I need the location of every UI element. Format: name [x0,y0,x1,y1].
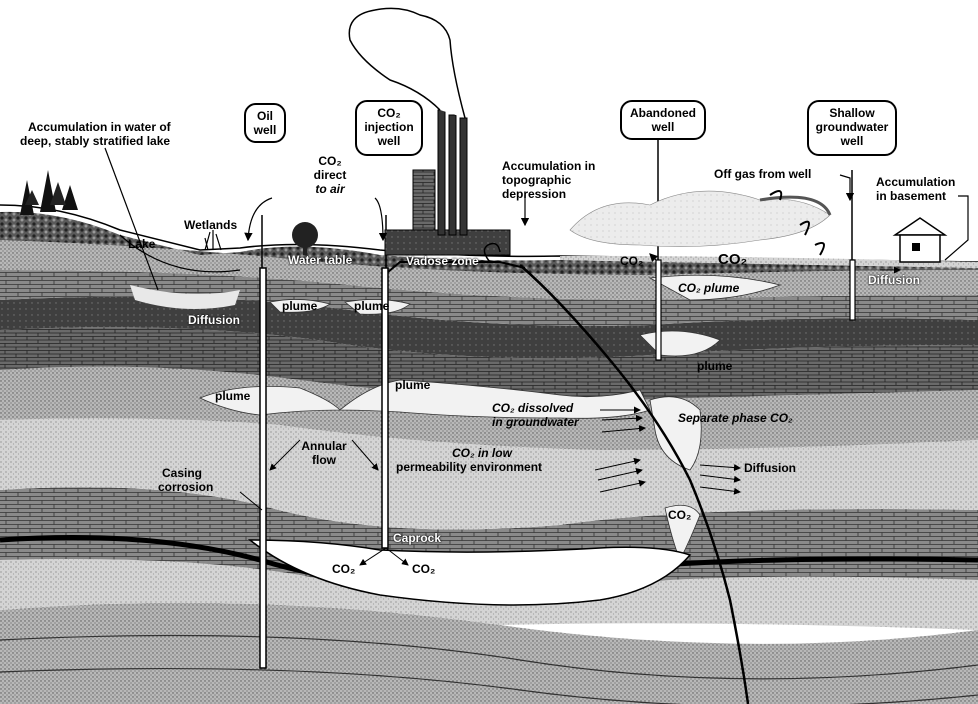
co2-dissolved-label-2: in groundwater [492,416,579,429]
direct-to-air-label-1: CO₂ [302,155,358,168]
basement-label-2: in basement [876,190,946,203]
water-table-label: Water table [288,254,352,267]
factory-building [385,230,510,255]
casing-corrosion-label-1: Casing [162,467,202,480]
abandoned-well-shaft [656,260,661,360]
caprock-label: Caprock [393,532,441,545]
co2-surface-label: CO₂ [620,255,643,268]
direct-to-air-label-3: to air [302,183,358,196]
vadose-zone-label: Vadose zone [406,255,479,268]
diffusion-deep-label: Diffusion [744,462,796,475]
tree-icon [292,222,318,248]
co2-dissolved-label-1: CO₂ dissolved [492,402,573,415]
topographic-label-3: depression [502,188,566,201]
plume-label-3: plume [215,390,250,403]
co2-cloud-label: CO₂ [718,253,747,266]
co2-reservoir-left-label: CO₂ [332,563,355,576]
lake-label: Lake [128,238,155,251]
annular-flow-label-1: Annular [294,440,354,453]
wetlands-icon [205,230,221,250]
lake-accumulation-label-1: Accumulation in water of [28,121,171,134]
annular-flow-label-2: flow [294,454,354,467]
oil-well-shaft [260,268,266,668]
shallow-well-shaft [850,260,855,320]
plume-label-1: plume [282,300,317,313]
diffusion-shallow-label: Diffusion [868,274,920,287]
plume-abandoned-label: plume [697,360,732,373]
co2-fault-label: CO₂ [668,509,691,522]
co2-low-perm-label-1: CO₂ in low [452,447,512,460]
topographic-label-1: Accumulation in [502,160,595,173]
wetlands-label: Wetlands [184,219,237,232]
casing-corrosion-label-2: corrosion [158,481,213,494]
topographic-label-2: topographic [502,174,571,187]
forest-trees [20,170,78,215]
co2-plume-label: CO₂ plume [678,282,739,295]
co2-low-perm-label-2: permeability environment [396,461,542,474]
basement-label-1: Accumulation [876,176,955,189]
lake-accumulation-label-2: deep, stably stratified lake [20,135,170,148]
co2-cloud [570,191,830,247]
co2-reservoir-right-label: CO₂ [412,563,435,576]
direct-to-air-label-2: direct [302,169,358,182]
off-gas-label: Off gas from well [714,168,811,181]
plume-label-2: plume [354,300,389,313]
plume-label-4: plume [395,379,430,392]
separate-phase-label: Separate phase CO₂ [678,412,793,425]
house-icon [895,218,945,235]
diffusion-lake-label: Diffusion [188,314,240,327]
